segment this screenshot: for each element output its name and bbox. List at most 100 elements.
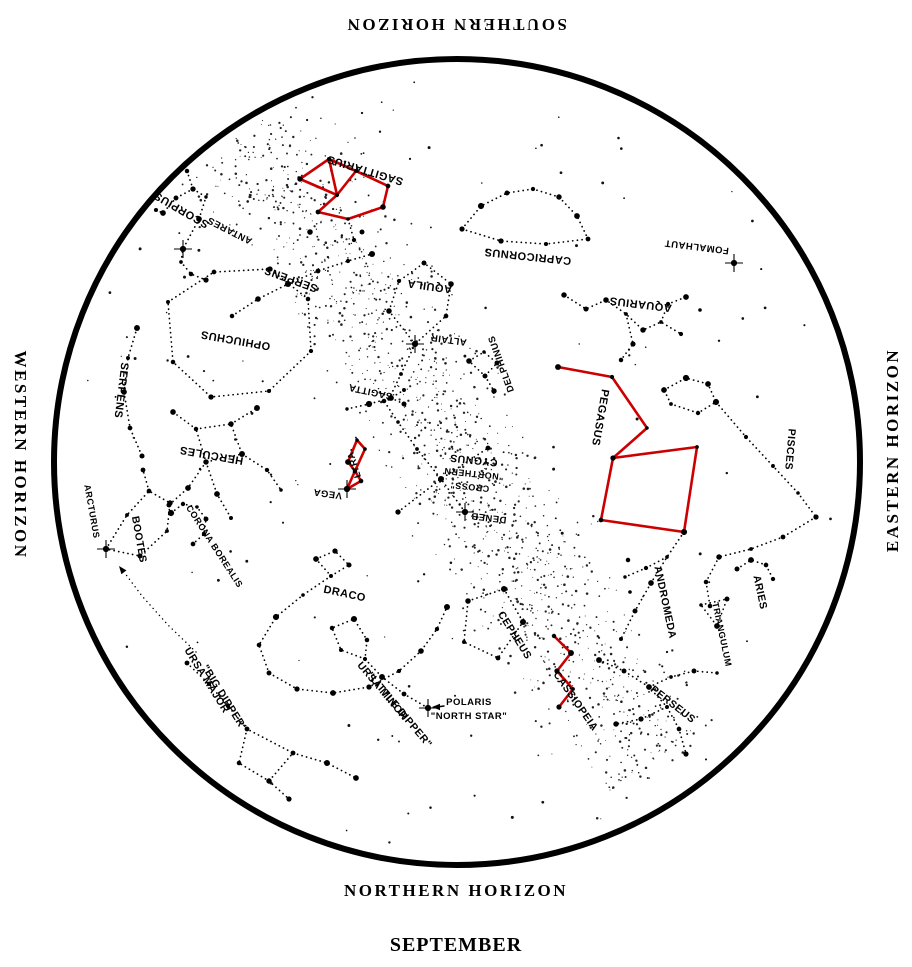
star [610, 455, 616, 461]
star [146, 488, 152, 494]
star [485, 445, 491, 451]
star [139, 453, 145, 459]
star [355, 438, 359, 442]
star [324, 760, 330, 766]
star [749, 547, 753, 551]
star [628, 590, 632, 594]
star [329, 625, 335, 631]
star [272, 613, 280, 621]
star [561, 292, 567, 298]
star [338, 647, 344, 653]
star [583, 306, 589, 312]
star [630, 341, 636, 347]
star [214, 491, 220, 497]
star [618, 357, 624, 363]
star [362, 656, 368, 662]
star [402, 388, 406, 392]
constellation-line [700, 597, 729, 628]
star [395, 509, 401, 515]
star [267, 266, 273, 272]
star [437, 475, 445, 483]
star [669, 402, 673, 406]
star [625, 557, 631, 563]
star [571, 687, 575, 691]
star [345, 407, 349, 411]
star [443, 603, 451, 611]
bright-star-fomalhaut [725, 254, 743, 272]
bright-star-antares [174, 240, 192, 258]
star [621, 668, 627, 674]
star [167, 500, 173, 506]
star [229, 516, 233, 520]
star [669, 675, 673, 679]
star [134, 325, 140, 331]
star [160, 210, 166, 216]
star [195, 505, 199, 509]
star [315, 268, 321, 274]
star [500, 585, 508, 593]
star [555, 364, 561, 370]
star [482, 373, 488, 379]
star [643, 565, 649, 571]
month-title: SEPTEMBER [389, 934, 523, 956]
star [366, 684, 372, 690]
star [462, 640, 466, 644]
star [345, 459, 351, 465]
star [379, 674, 385, 680]
star [125, 513, 129, 517]
star [184, 660, 190, 666]
star [126, 356, 130, 360]
star [180, 501, 186, 507]
star [254, 405, 260, 411]
star [695, 445, 699, 449]
star [682, 374, 690, 382]
star [681, 529, 687, 535]
star [724, 596, 730, 602]
star [244, 726, 250, 732]
star [645, 426, 649, 430]
star [596, 657, 602, 663]
star [170, 359, 176, 365]
star [211, 269, 217, 275]
constellation-line [292, 752, 357, 779]
star [203, 277, 209, 283]
star [623, 575, 627, 579]
star [350, 615, 358, 623]
constellation-line [463, 587, 525, 660]
constellation-line [268, 780, 290, 800]
star [624, 312, 628, 316]
label-lyra-1: VEGA [313, 486, 343, 501]
star [225, 703, 231, 709]
constellation-highlight-line [335, 170, 358, 196]
star [743, 434, 749, 440]
star [153, 207, 159, 213]
star [415, 447, 419, 451]
constellation-line [620, 313, 634, 361]
star [184, 168, 190, 174]
constellation-line [315, 549, 351, 578]
star [609, 374, 615, 380]
star [363, 447, 367, 451]
star [421, 260, 427, 266]
star [556, 704, 562, 710]
constellation-line [397, 447, 489, 513]
star [173, 195, 179, 201]
constellation-line [347, 218, 355, 241]
constellation-pisces: PISCES [661, 374, 819, 609]
star [396, 668, 402, 674]
star [448, 281, 454, 287]
constellation-line [715, 401, 817, 518]
label-pisces-0: PISCES [782, 428, 798, 470]
star [386, 308, 392, 314]
star [346, 217, 350, 221]
star [598, 517, 604, 523]
star [477, 202, 485, 210]
star [308, 348, 314, 354]
star [491, 388, 497, 394]
southern-horizon-label: SOUTHERN HORIZON [345, 15, 567, 34]
constellation-line [484, 375, 495, 392]
star [646, 684, 652, 690]
star [459, 226, 465, 232]
star [305, 296, 311, 302]
star [279, 488, 283, 492]
